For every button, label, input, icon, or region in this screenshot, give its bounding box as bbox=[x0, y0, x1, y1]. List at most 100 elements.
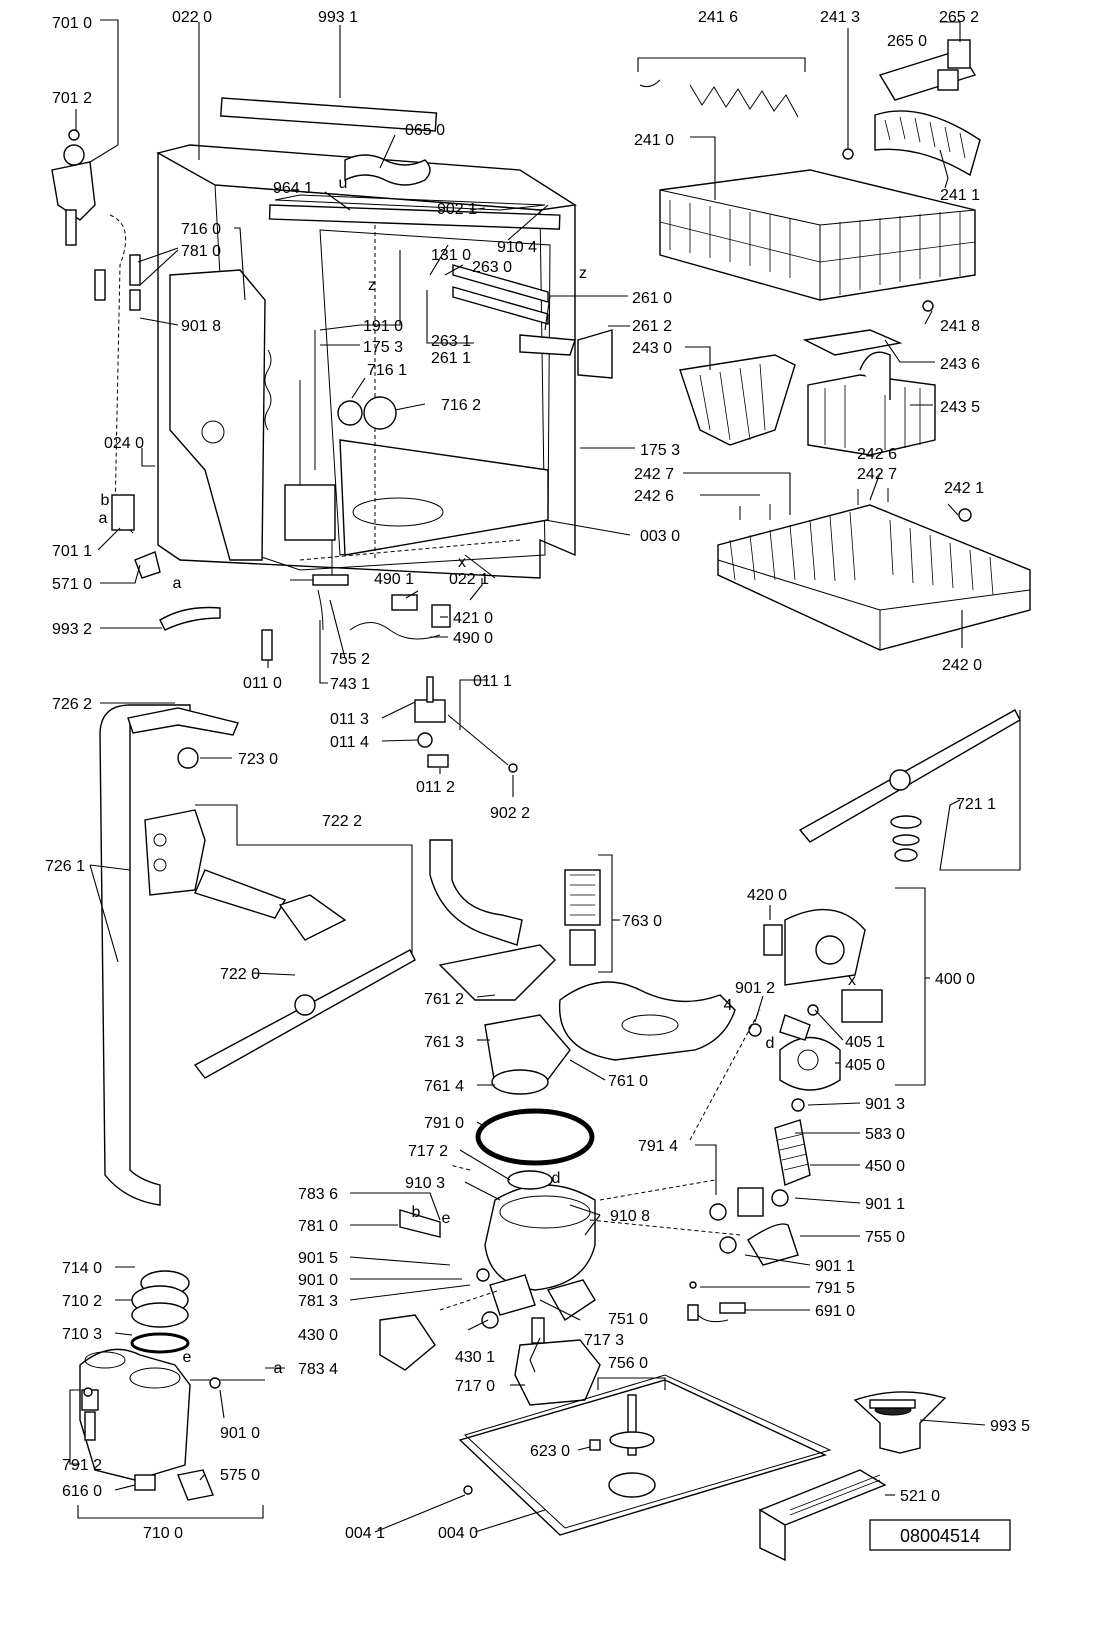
part-label: 901 1 bbox=[815, 1258, 855, 1275]
part-label: 004 1 bbox=[345, 1525, 385, 1542]
upper-basket-drawing bbox=[639, 39, 981, 312]
part-label: 726 2 bbox=[52, 696, 92, 713]
part-label: 430 1 bbox=[455, 1349, 495, 1366]
part-label: 242 6 bbox=[634, 488, 674, 505]
part-label: 902 2 bbox=[490, 805, 530, 822]
part-label: 175 3 bbox=[363, 339, 403, 356]
part-label: 723 0 bbox=[238, 751, 278, 768]
marker-letter: b bbox=[412, 1204, 421, 1221]
part-label: 490 0 bbox=[453, 630, 493, 647]
letter-markers: b a a u z z x x 4 d b e e a d bbox=[99, 175, 856, 1377]
part-label: 755 0 bbox=[865, 1229, 905, 1246]
part-label: 490 1 bbox=[374, 571, 414, 588]
part-label: 241 6 bbox=[698, 9, 738, 26]
part-label: 261 0 bbox=[632, 290, 672, 307]
part-label: 791 2 bbox=[62, 1457, 102, 1474]
part-label: 261 2 bbox=[632, 318, 672, 335]
part-label: 717 3 bbox=[584, 1332, 624, 1349]
part-label: 901 0 bbox=[220, 1425, 260, 1442]
part-label: 265 2 bbox=[939, 9, 979, 26]
marker-letter: u bbox=[339, 175, 348, 192]
part-label: 743 1 bbox=[330, 676, 370, 693]
part-label: 910 4 bbox=[497, 239, 537, 256]
dishwasher-tub-drawing bbox=[156, 97, 613, 581]
marker-letter: a bbox=[274, 1360, 283, 1377]
part-label: 003 0 bbox=[640, 528, 680, 545]
part-label: 011 4 bbox=[330, 734, 369, 751]
part-label: 710 0 bbox=[143, 1525, 183, 1542]
part-label: 450 0 bbox=[865, 1158, 905, 1175]
part-label: 241 0 bbox=[634, 132, 674, 149]
part-label: 964 1 bbox=[273, 180, 313, 197]
part-label: 901 8 bbox=[181, 318, 221, 335]
part-label: 400 0 bbox=[935, 971, 975, 988]
part-label: 241 8 bbox=[940, 318, 980, 335]
base-plate-drawing bbox=[458, 1374, 947, 1562]
part-label: 242 7 bbox=[634, 466, 674, 483]
part-label: 761 0 bbox=[608, 1073, 648, 1090]
part-label: 421 0 bbox=[453, 610, 493, 627]
part-label: 583 0 bbox=[865, 1126, 905, 1143]
water-softener-drawing bbox=[79, 1270, 265, 1501]
part-label: 710 2 bbox=[62, 1293, 102, 1310]
part-label: 405 0 bbox=[845, 1057, 885, 1074]
part-label: 761 2 bbox=[424, 991, 464, 1008]
part-label: 710 3 bbox=[62, 1326, 102, 1343]
inlet-valve-drawing bbox=[51, 129, 221, 631]
bottom-parts-drawing bbox=[261, 574, 518, 773]
part-label: 242 7 bbox=[857, 466, 897, 483]
part-label: 716 1 bbox=[367, 362, 407, 379]
part-label: 716 2 bbox=[441, 397, 481, 414]
cutlery-baskets-drawing bbox=[679, 329, 936, 456]
part-label: 722 0 bbox=[220, 966, 260, 983]
part-label: 910 8 bbox=[610, 1208, 650, 1225]
part-label: 241 1 bbox=[940, 187, 980, 204]
part-label: 011 0 bbox=[243, 675, 282, 692]
marker-letter: x bbox=[458, 554, 466, 571]
marker-letter: d bbox=[552, 1170, 561, 1187]
sump-pump-drawing bbox=[379, 908, 883, 1406]
part-label: 993 1 bbox=[318, 9, 358, 26]
part-label: 783 4 bbox=[298, 1361, 338, 1378]
part-label: 521 0 bbox=[900, 1488, 940, 1505]
part-label: 910 3 bbox=[405, 1175, 445, 1192]
marker-letter: 4 bbox=[724, 997, 733, 1014]
part-label: 011 1 bbox=[473, 673, 512, 690]
part-label: 701 1 bbox=[52, 543, 92, 560]
part-label: 263 1 bbox=[431, 333, 471, 350]
part-label: 691 0 bbox=[815, 1303, 855, 1320]
part-label: 616 0 bbox=[62, 1483, 102, 1500]
part-label: 405 1 bbox=[845, 1034, 885, 1051]
part-label: 243 5 bbox=[940, 399, 980, 416]
part-label: 791 5 bbox=[815, 1280, 855, 1297]
part-label: 781 0 bbox=[181, 243, 221, 260]
part-label: 756 0 bbox=[608, 1355, 648, 1372]
part-label: 191 0 bbox=[363, 318, 403, 335]
part-label: 791 4 bbox=[638, 1138, 678, 1155]
marker-letter: z bbox=[579, 265, 587, 282]
marker-letter: d bbox=[766, 1035, 775, 1052]
part-label: 575 0 bbox=[220, 1467, 260, 1484]
part-label: 726 1 bbox=[45, 858, 85, 875]
part-label: 265 0 bbox=[887, 33, 927, 50]
part-label: 011 3 bbox=[330, 711, 369, 728]
part-label: 901 3 bbox=[865, 1096, 905, 1113]
part-label: 717 0 bbox=[455, 1378, 495, 1395]
part-label: 781 0 bbox=[298, 1218, 338, 1235]
part-label: 175 3 bbox=[640, 442, 680, 459]
part-label: 065 0 bbox=[405, 122, 445, 139]
part-label: 717 2 bbox=[408, 1143, 448, 1160]
part-label: 420 0 bbox=[747, 887, 787, 904]
part-label: 571 0 bbox=[52, 576, 92, 593]
part-label: 131 0 bbox=[431, 247, 471, 264]
part-label: 993 2 bbox=[52, 621, 92, 638]
part-label: 761 3 bbox=[424, 1034, 464, 1051]
part-label: 024 0 bbox=[104, 435, 144, 452]
part-label: 241 3 bbox=[820, 9, 860, 26]
leader-lines bbox=[69, 19, 1021, 1533]
part-label: 901 0 bbox=[298, 1272, 338, 1289]
marker-letter: z bbox=[368, 277, 376, 294]
part-label: 242 6 bbox=[857, 446, 897, 463]
part-label: 261 1 bbox=[431, 350, 471, 367]
